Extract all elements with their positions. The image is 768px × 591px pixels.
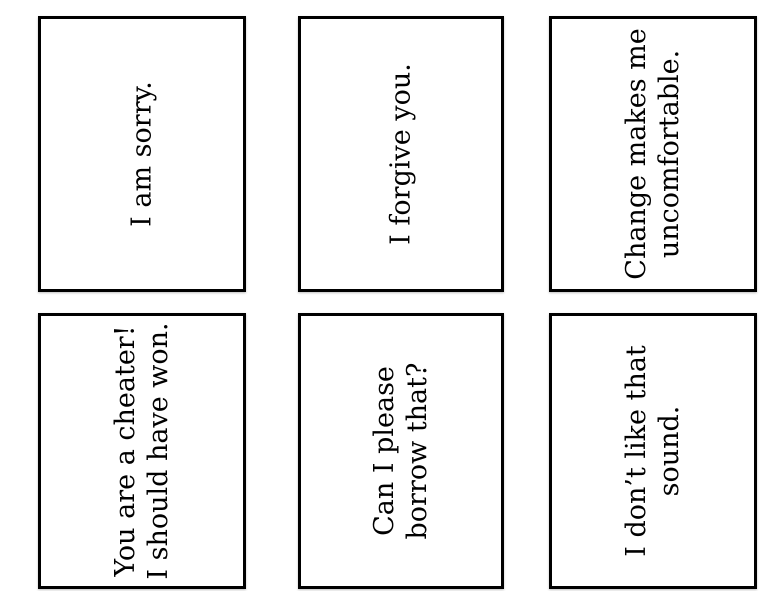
card-line: uncomfortable. <box>654 49 685 259</box>
card-i-dont-like-that-sound: I don’t like that sound. <box>549 313 757 589</box>
card-change-makes-me-uncomfortable: Change makes me uncomfortable. <box>549 16 757 292</box>
card-text: You are a cheater! I should have won. <box>109 322 175 579</box>
card-i-forgive-you: I forgive you. <box>298 16 504 292</box>
card-line: I am sorry. <box>126 81 158 227</box>
card-you-are-a-cheater: You are a cheater! I should have won. <box>38 313 246 589</box>
card-line: I forgive you. <box>385 63 417 245</box>
card-can-i-please-borrow-that: Can I please borrow that? <box>298 313 504 589</box>
card-line: I don’t like that <box>621 345 652 557</box>
card-text: Change makes me uncomfortable. <box>620 28 686 279</box>
card-line: You are a cheater! <box>110 325 141 577</box>
card-line: I should have won. <box>143 322 174 580</box>
card-line: Can I please <box>369 366 400 536</box>
card-line: Change makes me <box>621 28 652 280</box>
card-text: I forgive you. <box>385 63 418 245</box>
card-text: Can I please borrow that? <box>368 363 434 540</box>
card-line: sound. <box>654 405 685 497</box>
card-text: I don’t like that sound. <box>620 345 686 557</box>
card-text: I am sorry. <box>126 81 159 227</box>
card-i-am-sorry: I am sorry. <box>38 16 246 292</box>
card-line: borrow that? <box>402 362 433 540</box>
